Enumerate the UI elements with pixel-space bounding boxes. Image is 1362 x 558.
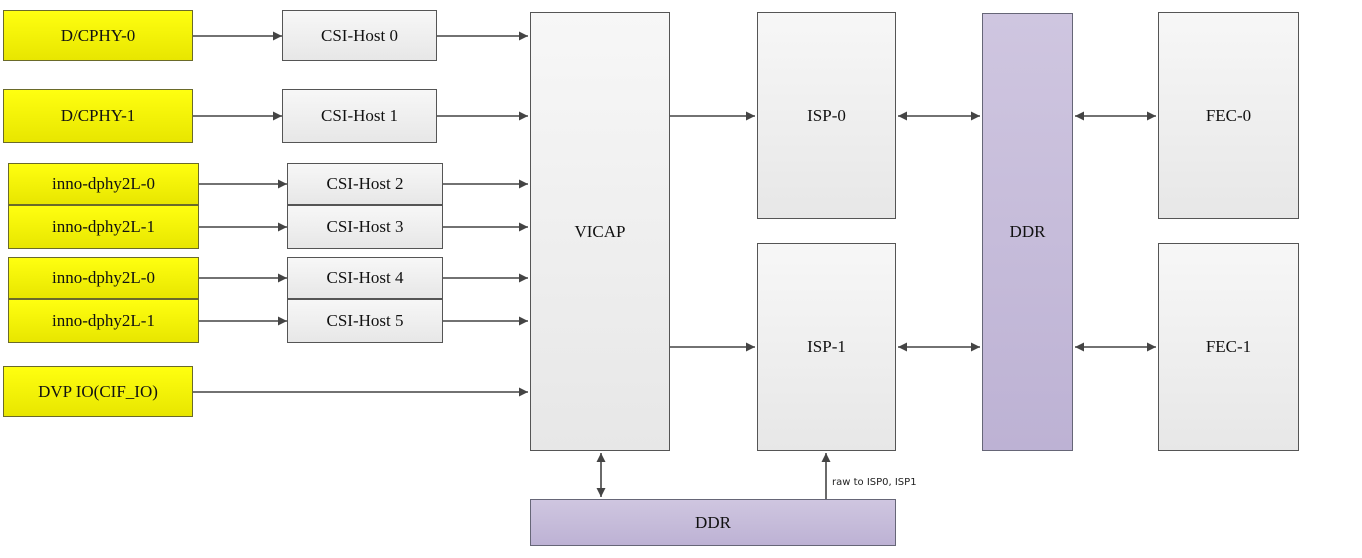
csi-host-2-box: CSI-Host 2 [287, 163, 443, 205]
vicap-box: VICAP [530, 12, 670, 451]
raw-to-isp-label: raw to ISP0, ISP1 [832, 477, 917, 488]
csi-host-3-box: CSI-Host 3 [287, 205, 443, 249]
csi-host-5-box: CSI-Host 5 [287, 299, 443, 343]
inno-dphy2l-1-box-b: inno-dphy2L-1 [8, 299, 199, 343]
ddr-main-box: DDR [982, 13, 1073, 451]
inno-dphy2l-0-box-a: inno-dphy2L-0 [8, 163, 199, 205]
dvp-io-box: DVP IO(CIF_IO) [3, 366, 193, 417]
fec-0-box: FEC-0 [1158, 12, 1299, 219]
inno-dphy2l-1-box-a: inno-dphy2L-1 [8, 205, 199, 249]
isp-1-box: ISP-1 [757, 243, 896, 451]
csi-host-4-box: CSI-Host 4 [287, 257, 443, 299]
fec-1-box: FEC-1 [1158, 243, 1299, 451]
inno-dphy2l-0-box-b: inno-dphy2L-0 [8, 257, 199, 299]
dcphy-0-box: D/CPHY-0 [3, 10, 193, 61]
isp-0-box: ISP-0 [757, 12, 896, 219]
ddr-bottom-box: DDR [530, 499, 896, 546]
csi-host-0-box: CSI-Host 0 [282, 10, 437, 61]
csi-host-1-box: CSI-Host 1 [282, 89, 437, 143]
dcphy-1-box: D/CPHY-1 [3, 89, 193, 143]
